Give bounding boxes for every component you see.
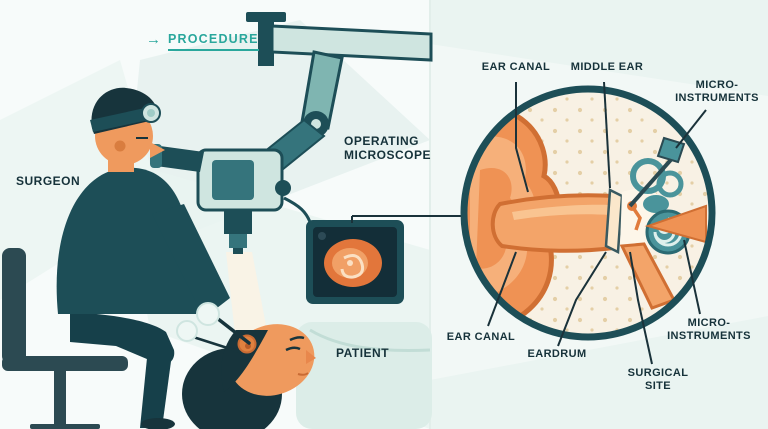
leader-micro-instruments-bottom xyxy=(683,239,701,315)
middle-ear-label: MIDDLE EAR xyxy=(570,61,644,73)
monitor-ear-image xyxy=(324,239,382,287)
leader-middle-ear xyxy=(603,81,611,189)
microscope-arm xyxy=(270,24,433,62)
inset-circle-border xyxy=(460,85,716,341)
patient-label: PATIENT xyxy=(336,346,390,360)
micro-instrument-top xyxy=(628,152,678,208)
head-mirror-band xyxy=(90,106,157,132)
ear-canal-shape xyxy=(490,193,616,253)
ear-canal-bottom-label: EAR CANAL xyxy=(446,331,516,343)
leader-surgical-site xyxy=(629,251,653,365)
leader-lines xyxy=(487,81,707,365)
micro-instruments-bottom-label: MICRO-INSTRUMENTS xyxy=(667,317,751,342)
surgeon-figure xyxy=(56,87,230,429)
patient-closed-eye xyxy=(285,346,301,352)
operating-microscope xyxy=(150,12,433,254)
objective-lens xyxy=(224,210,252,234)
surgeon-glove xyxy=(196,302,220,326)
micro-instrument-side xyxy=(644,204,707,244)
procedure-label: PROCEDURE xyxy=(168,32,259,51)
surgical-site-label: SURGICAL SITE xyxy=(627,367,689,392)
patient-figure xyxy=(182,324,316,429)
leader-eardrum xyxy=(557,251,607,347)
surgeon-chair xyxy=(2,248,128,429)
focus-knob xyxy=(275,180,291,196)
leader-ear-canal-top xyxy=(515,82,529,193)
leader-ear-canal-bottom xyxy=(487,251,517,327)
operating-microscope-label: OPERATING MICROSCOPE xyxy=(344,134,432,163)
surgeon-torso xyxy=(56,167,200,314)
micro-instruments-top-label: MICRO-INSTRUMENTS xyxy=(675,79,759,104)
eardrum-shape xyxy=(604,188,624,254)
inset-connector-line xyxy=(351,215,464,223)
surgical-hands xyxy=(176,302,251,354)
microscope-cable xyxy=(283,196,312,223)
ear-canal-top-label: EAR CANAL xyxy=(481,61,551,73)
leader-micro-instruments-top xyxy=(675,109,707,149)
video-monitor xyxy=(306,220,404,304)
surgeon-label: SURGEON xyxy=(16,174,81,188)
arrow-icon: → xyxy=(146,31,161,48)
microscope-light-beam xyxy=(226,252,268,344)
surgeon-arm xyxy=(152,204,230,318)
procedure-heading: → PROCEDURE xyxy=(146,32,259,51)
eardrum-label: EARDRUM xyxy=(527,348,587,360)
microscope-eyepiece xyxy=(156,146,204,172)
surgeon-glove xyxy=(176,320,198,342)
patient-drape xyxy=(296,322,432,429)
